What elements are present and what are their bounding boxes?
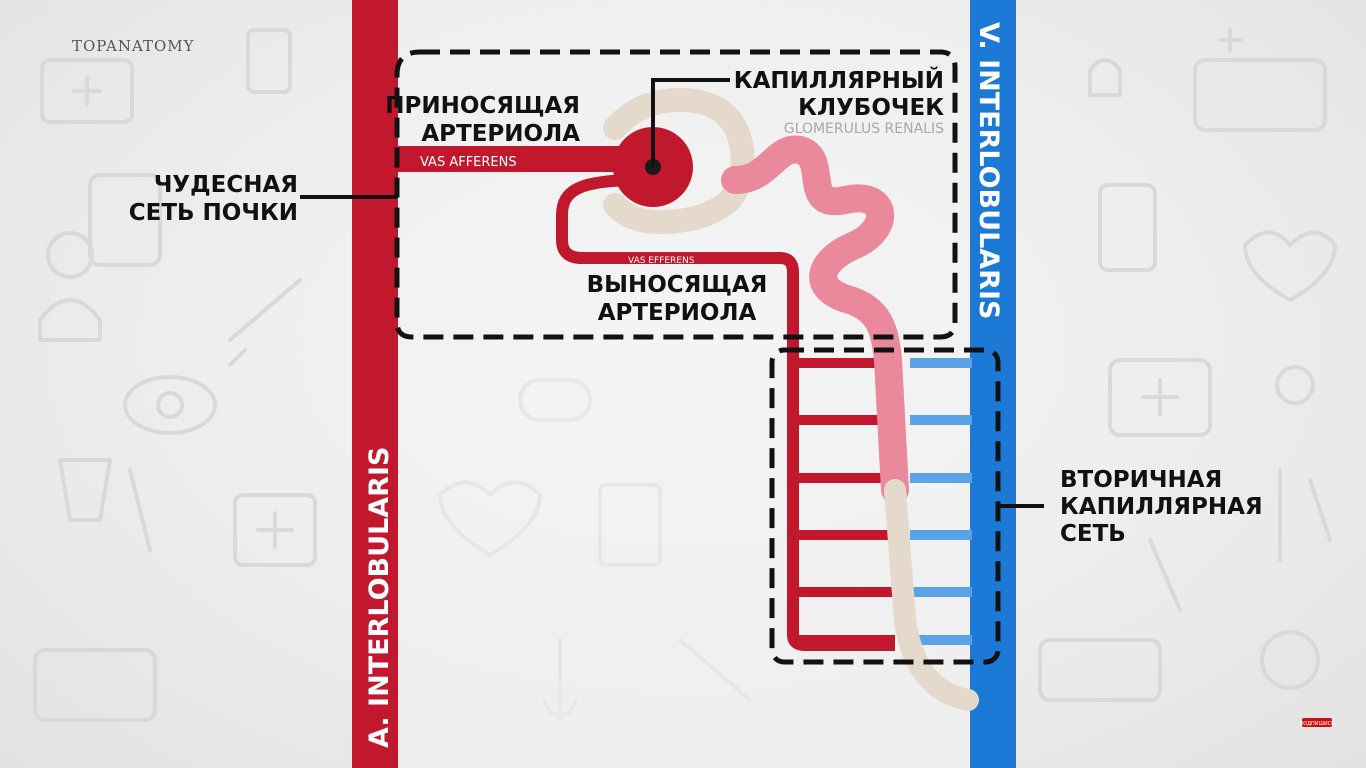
afferent-label-1: ПРИНОСЯЩАЯ [385,93,580,119]
efferent-label-2: АРТЕРИОЛА [598,300,757,326]
logo: TOPANATOMY [72,37,195,55]
glomerulus-label-1: КАПИЛЛЯРНЫЙ [734,66,944,94]
afferent-label-2: АРТЕРИОЛА [421,121,580,147]
glomerulus-latin: GLOMERULUS RENALIS [784,121,944,137]
artery-bar [352,0,398,768]
efferent-arteriole [556,174,895,651]
afferent-arteriole [396,146,632,172]
subscribe-label: ПОДПИШИСЬ [1299,721,1335,727]
loop-tubule [884,479,979,711]
secondary-label-1: ВТОРИЧНАЯ [1060,467,1222,493]
subscribe-button[interactable] [1302,718,1332,727]
vein-label: V. INTERLOBULARIS [973,22,1004,319]
vein-bar [970,0,1016,768]
rete-label-2: СЕТЬ ПОЧКИ [129,200,298,226]
afferent-latin: VAS AFFERENS [420,155,517,170]
convoluted-tubule [721,135,909,504]
rete-outline [394,49,958,340]
secondary-label-2: КАПИЛЛЯРНАЯ [1060,494,1263,520]
efferent-label-1: ВЫНОСЯЩАЯ [587,272,768,298]
secondary-label-3: СЕТЬ [1060,521,1126,547]
efferent-latin: VAS EFFERENS [628,256,695,266]
rete-label-1: ЧУДЕСНАЯ [154,172,298,198]
artery-label: A. INTERLOBULARIS [364,447,395,748]
glomerulus-label-2: КЛУБОЧЕК [798,95,944,121]
glomerulus-pointer [651,78,730,167]
